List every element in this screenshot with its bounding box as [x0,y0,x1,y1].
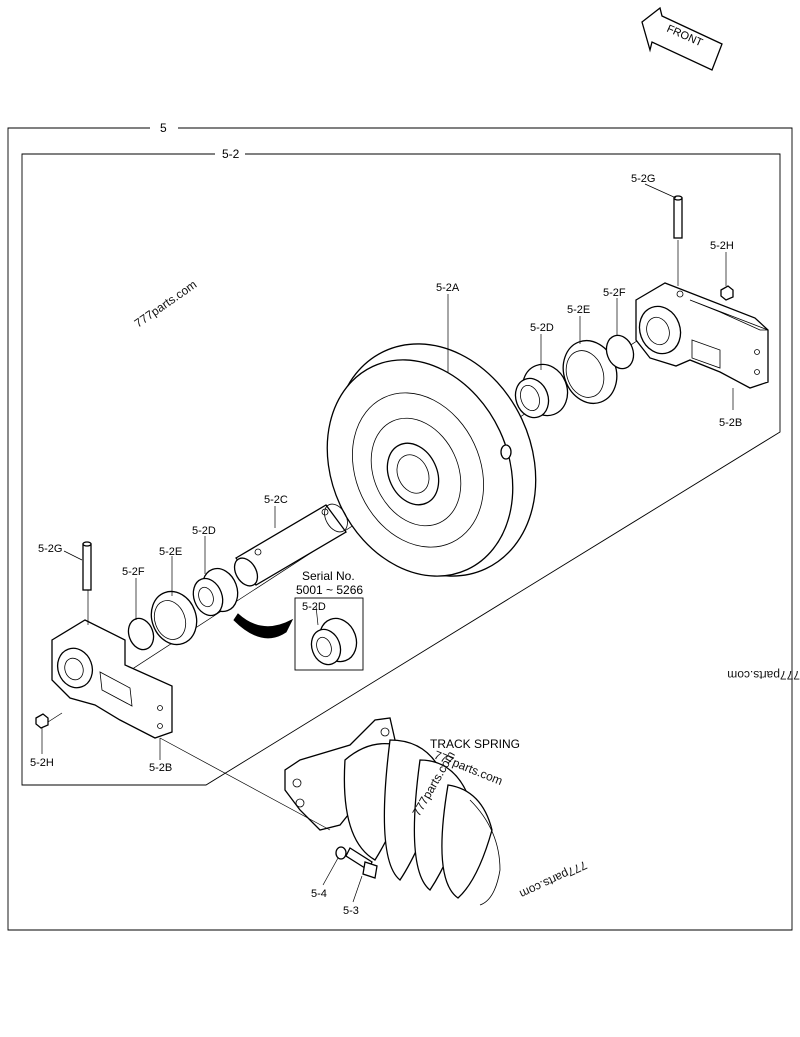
bracket-right [635,282,769,389]
callout-pin-right: 5-2G [631,173,655,185]
callout-oring-left: 5-2F [122,566,145,578]
bushing-right [514,363,569,419]
serial-range-label: 5001 ~ 5266 [296,583,363,597]
outer-frame: 5 [7,121,793,931]
idler-wheel [326,343,537,577]
callout-seal-left: 5-2E [159,546,182,558]
track-spring [284,717,501,906]
callout-pin-left: 5-2G [38,543,62,555]
seal-left [150,590,198,646]
callout-bushing-left: 5-2D [192,525,216,537]
callout-shaft: 5-2C [264,494,288,506]
callout-bolt: 5-3 [343,905,359,917]
outer-frame-label: 5 [160,121,167,135]
callout-bracket-left: 5-2B [149,762,172,774]
callout-seal-right: 5-2E [567,304,590,316]
leader-lines [41,183,734,903]
callout-idler-wheel: 5-2A [436,282,460,294]
pin-right [673,195,683,239]
washer [335,846,347,860]
seal-right [562,339,618,405]
inner-frame: 5-2 [21,147,781,786]
bushing-left [192,567,239,617]
callout-bushing-right: 5-2D [530,322,554,334]
callout-bushing-inset: 5-2D [302,601,326,613]
oring-right [605,334,635,370]
oring-left [127,617,155,651]
plug-right [720,285,734,301]
serial-inset: Serial No. 5001 ~ 5266 [233,569,364,671]
watermark-5: 777parts.com [517,858,589,901]
callout-bracket-right: 5-2B [719,417,742,429]
callout-plug-left: 5-2H [30,757,54,769]
serial-no-label: Serial No. [302,569,355,583]
bracket-left [51,619,173,739]
callout-plug-right: 5-2H [710,240,734,252]
watermark-1: 777parts.com [132,277,200,330]
inner-frame-label: 5-2 [222,147,240,161]
front-arrow-icon: FRONT [641,6,723,71]
watermark-2: 777parts.com [727,668,800,682]
pin-left [82,541,92,591]
track-spring-label: TRACK SPRING [430,737,520,751]
inset-pointer-arrow [233,613,294,639]
callout-washer: 5-4 [311,888,327,900]
callout-oring-right: 5-2F [603,287,626,299]
shaft [233,503,348,587]
bolt [345,847,378,879]
plug-left [35,713,49,729]
